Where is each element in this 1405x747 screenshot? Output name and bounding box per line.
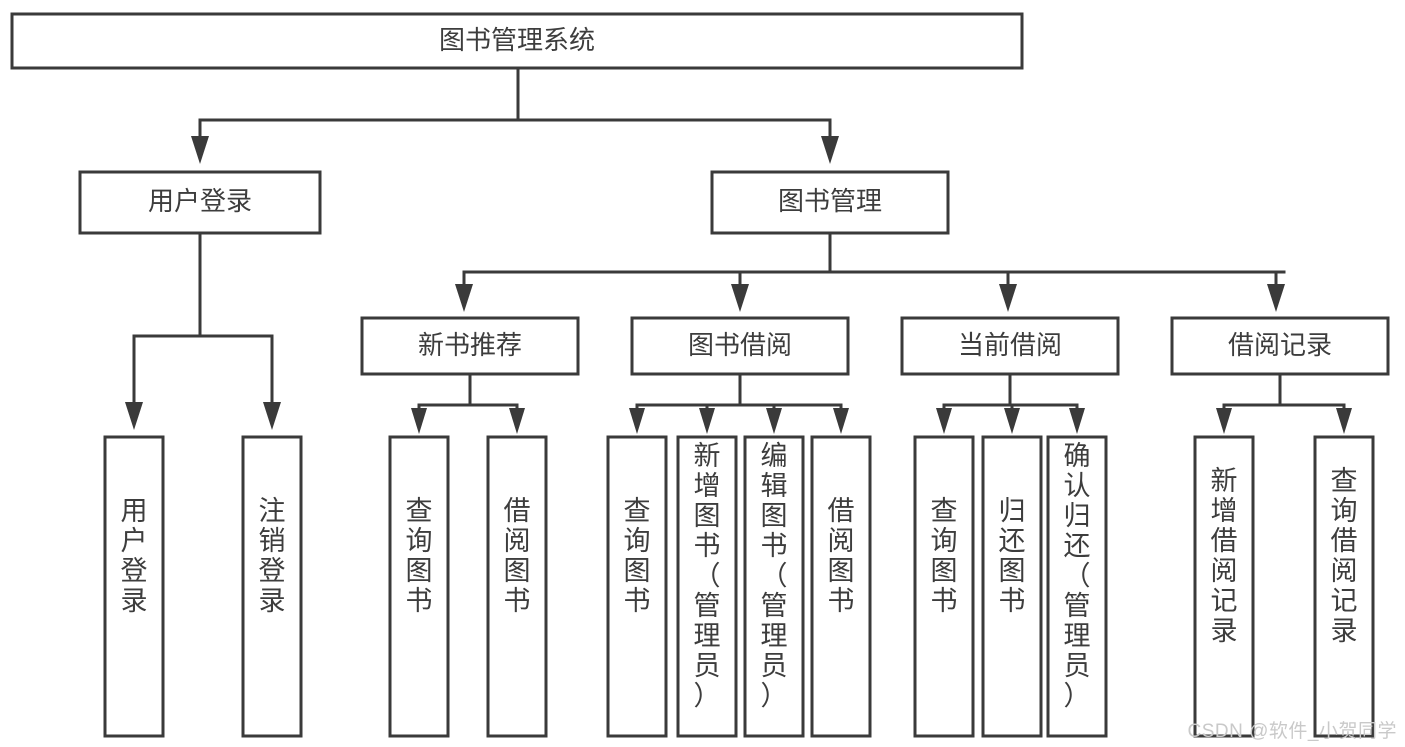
node-user-login[interactable]: 用户登录: [78, 170, 322, 235]
leaf-node-logout-box[interactable]: [241, 435, 303, 738]
leaf-node-borrow-book-2[interactable]: 借阅图书: [810, 435, 872, 738]
leaf-node-add-borrow-record-box[interactable]: [1193, 435, 1255, 738]
node-book-management[interactable]: 图书管理: [710, 170, 950, 235]
leaf-node-query-borrow-record[interactable]: 查询借阅记录: [1313, 435, 1375, 738]
node-root-label: 图书管理系统: [439, 25, 595, 55]
node-root[interactable]: 图书管理系统: [10, 12, 1024, 70]
arrow-head-icon: [1267, 284, 1285, 312]
leaf-node-borrow-book-2-box[interactable]: [810, 435, 872, 738]
arrow-head-icon: [1069, 408, 1085, 434]
leaf-node-query-book-3-box[interactable]: [913, 435, 975, 738]
leaf-node-return-book-label: 归还图书: [999, 496, 1026, 616]
leaf-node-logout-label: 注销登录: [259, 496, 286, 616]
node-root-box[interactable]: [10, 12, 1024, 70]
leaf-node-query-borrow-record-box[interactable]: [1313, 435, 1375, 738]
connector-group-newbook: [411, 372, 525, 434]
arrow-head-icon: [1336, 408, 1352, 434]
leaf-node-user-login[interactable]: 用户登录: [103, 435, 165, 738]
arrow-head-icon: [263, 402, 281, 430]
node-borrow-records[interactable]: 借阅记录: [1170, 316, 1390, 376]
leaf-node-add-book-admin-label: 新增图书（管理员）: [694, 441, 721, 711]
leaf-node-query-book-2-box[interactable]: [606, 435, 668, 738]
arrow-head-icon: [411, 408, 427, 434]
leaf-node-borrow-book-1-label: 借阅图书: [504, 496, 531, 616]
leaf-node-user-login-label: 用户登录: [121, 496, 148, 616]
node-borrow-records-box[interactable]: [1170, 316, 1390, 376]
arrow-head-icon: [191, 136, 209, 164]
connector-group-login: [125, 231, 281, 430]
arrow-head-icon: [1004, 408, 1020, 434]
leaf-node-query-book-1-label: 查询图书: [406, 496, 433, 616]
node-user-login-box[interactable]: [78, 170, 322, 235]
arrow-head-icon: [999, 284, 1017, 312]
arrow-head-icon: [699, 408, 715, 434]
leaf-node-query-book-3[interactable]: 查询图书: [913, 435, 975, 738]
arrow-head-icon: [833, 408, 849, 434]
leaf-node-borrow-book-1[interactable]: 借阅图书: [486, 435, 548, 738]
arrow-head-icon: [731, 284, 749, 312]
node-book-management-label: 图书管理: [778, 186, 882, 216]
node-user-login-label: 用户登录: [148, 186, 252, 216]
leaf-node-borrow-book-1-box[interactable]: [486, 435, 548, 738]
leaf-node-confirm-return-admin-label: 确认归还（管理员）: [1064, 441, 1091, 711]
leaf-node-borrow-book-2-label: 借阅图书: [828, 496, 855, 616]
node-new-book-recommend[interactable]: 新书推荐: [360, 316, 580, 376]
leaf-node-return-book[interactable]: 归还图书: [981, 435, 1043, 738]
leaf-node-add-borrow-record[interactable]: 新增借阅记录: [1193, 435, 1255, 738]
connector-group-borrow: [629, 372, 849, 434]
leaf-node-query-book-3-label: 查询图书: [931, 496, 958, 616]
leaf-node-edit-book-admin[interactable]: 编辑图书（管理员）: [743, 435, 805, 738]
leaf-node-user-login-box[interactable]: [103, 435, 165, 738]
connector-group-current: [936, 372, 1085, 434]
node-book-management-box[interactable]: [710, 170, 950, 235]
leaf-node-add-borrow-record-label: 新增借阅记录: [1211, 466, 1238, 646]
arrow-head-icon: [125, 402, 143, 430]
node-current-borrow-label: 当前借阅: [958, 330, 1062, 360]
arrow-head-icon: [1216, 408, 1232, 434]
node-current-borrow[interactable]: 当前借阅: [900, 316, 1120, 376]
node-new-book-recommend-box[interactable]: [360, 316, 580, 376]
node-book-borrow-box[interactable]: [630, 316, 850, 376]
watermark: CSDN @软件_小贺同学: [1187, 721, 1397, 742]
arrow-head-icon: [821, 136, 839, 164]
leaf-node-query-book-2-label: 查询图书: [624, 496, 651, 616]
node-new-book-recommend-label: 新书推荐: [418, 330, 522, 360]
arrow-head-icon: [455, 284, 473, 312]
arrow-head-icon: [766, 408, 782, 434]
leaf-node-confirm-return-admin-box[interactable]: [1046, 435, 1108, 738]
connector-group-bookmgmt: [455, 231, 1286, 312]
arrow-head-icon: [509, 408, 525, 434]
arrow-head-icon: [936, 408, 952, 434]
arrow-head-icon: [629, 408, 645, 434]
leaf-node-add-book-admin-box[interactable]: [676, 435, 738, 738]
leaf-node-add-book-admin[interactable]: 新增图书（管理员）: [676, 435, 738, 738]
leaf-node-query-book-1[interactable]: 查询图书: [388, 435, 450, 738]
node-borrow-records-label: 借阅记录: [1228, 330, 1332, 360]
node-book-borrow[interactable]: 图书借阅: [630, 316, 850, 376]
node-current-borrow-box[interactable]: [900, 316, 1120, 376]
leaf-node-query-borrow-record-label: 查询借阅记录: [1331, 466, 1358, 646]
leaf-node-query-book-1-box[interactable]: [388, 435, 450, 738]
leaf-node-confirm-return-admin[interactable]: 确认归还（管理员）: [1046, 435, 1108, 738]
leaf-node-query-book-2[interactable]: 查询图书: [606, 435, 668, 738]
connector-group-root: [191, 66, 839, 164]
leaf-node-edit-book-admin-box[interactable]: [743, 435, 805, 738]
connector-group-records: [1216, 372, 1352, 434]
leaf-node-return-book-box[interactable]: [981, 435, 1043, 738]
node-book-borrow-label: 图书借阅: [688, 330, 792, 360]
leaf-node-edit-book-admin-label: 编辑图书（管理员）: [761, 441, 788, 711]
leaf-node-logout[interactable]: 注销登录: [241, 435, 303, 738]
